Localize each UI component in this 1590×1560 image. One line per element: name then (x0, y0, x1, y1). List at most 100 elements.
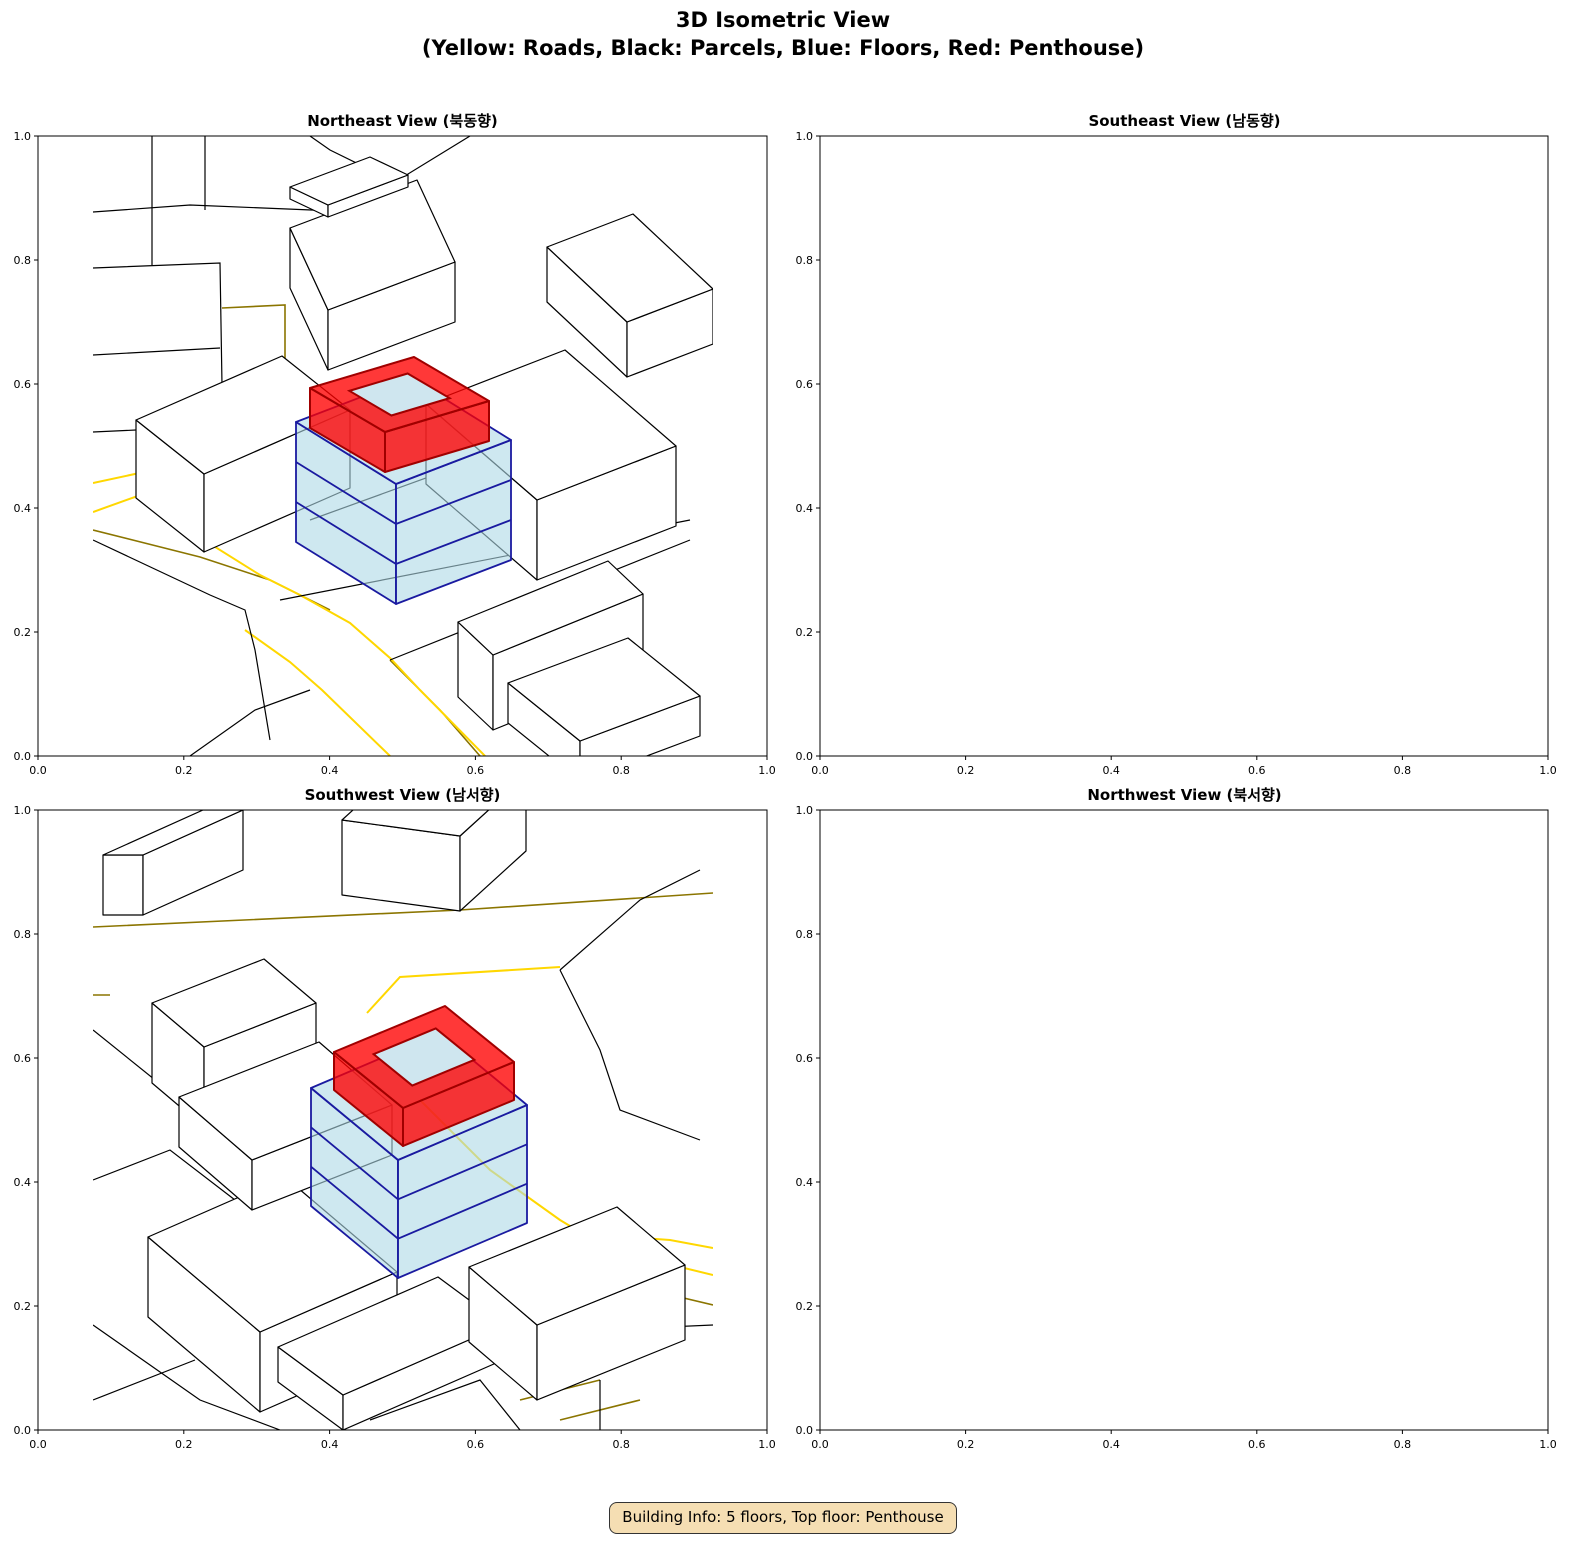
x-tick-label: 0.0 (811, 1438, 829, 1451)
floor-line (310, 1126, 528, 1201)
parcel-building-top-face (289, 156, 409, 206)
y-tick-label: 0.8 (796, 928, 814, 941)
x-tick-label: 0.8 (612, 764, 630, 777)
parcel-line (369, 1379, 521, 1430)
subplot-title-southwest: Southwest View (남서향) (304, 786, 501, 804)
parcel-building-left-face (102, 854, 144, 916)
subplot-southwest: 0.0 0.2 0.4 0.6 0.8 1.0 0.0 0.2 0.4 0.6 0.8 1.0 (14, 804, 776, 1451)
x-tick-label: 0.8 (612, 1438, 630, 1451)
floor-line (295, 501, 512, 566)
parcel-line (93, 262, 223, 386)
subplot-southeast: 0.0 0.2 0.4 0.6 0.8 1.0 0.0 0.2 0.4 0.6 0.8 1.0 (796, 130, 1557, 777)
x-tick-label: 0.6 (467, 764, 485, 777)
floor-line (310, 1165, 528, 1240)
x-tick-label: 0.8 (1394, 1438, 1412, 1451)
axes-frame (37, 809, 768, 1431)
y-tick-label: 0.6 (796, 1052, 814, 1065)
x-tick-label: 1.0 (1539, 764, 1557, 777)
y-tick-label: 0.2 (796, 626, 814, 639)
x-tick-label: 0.4 (1102, 764, 1120, 777)
parcel-line (93, 1359, 196, 1401)
parcel-building-top-face (468, 1206, 686, 1326)
y-tick-label: 1.0 (796, 804, 814, 817)
subplot-title-southeast: Southeast View (남동향) (1088, 112, 1281, 130)
x-tick-label: 0.0 (29, 1438, 47, 1451)
y-tick-label: 0.4 (796, 502, 814, 515)
parcel-building-top-face (507, 637, 701, 742)
road-line (366, 966, 561, 1014)
penthouse-court (371, 1027, 477, 1087)
parcel-building-top-face (546, 213, 713, 323)
parcel-line (559, 869, 701, 971)
x-tick-label: 1.0 (758, 1438, 776, 1451)
target-building (295, 356, 512, 605)
y-tick-label: 0.0 (796, 750, 814, 763)
y-tick-label: 0.8 (14, 928, 32, 941)
parcel-building-right-face (459, 810, 527, 912)
subplot-title-northeast: Northeast View (북동향) (307, 112, 498, 130)
target-building (310, 1005, 528, 1279)
x-tick-label: 1.0 (758, 764, 776, 777)
axes-frame (819, 809, 1549, 1431)
y-tick-label: 0.6 (14, 1052, 32, 1065)
y-tick-label: 0.0 (14, 1424, 32, 1437)
y-tick-label: 0.6 (796, 378, 814, 391)
x-tick-label: 0.8 (1394, 764, 1412, 777)
x-tick-label: 0.6 (1248, 764, 1266, 777)
parcel-building-top-face (151, 958, 317, 1048)
y-tick-label: 0.2 (14, 626, 32, 639)
parcel-line (93, 204, 361, 213)
figure-title-line1: 3D Isometric View (675, 8, 891, 32)
parcel-line (93, 1324, 281, 1430)
x-tick-label: 0.4 (321, 764, 339, 777)
y-tick-label: 0.4 (796, 1176, 814, 1189)
scene-northeast (93, 136, 713, 756)
parcel-line (189, 689, 311, 756)
figure-title: 3D Isometric View (Yellow: Roads, Black:… (0, 6, 1566, 62)
y-tick-label: 1.0 (14, 130, 32, 143)
subplot-northwest: 0.0 0.2 0.4 0.6 0.8 1.0 0.0 0.2 0.4 0.6 0.8 1.0 (796, 804, 1557, 1451)
x-tick-label: 0.2 (175, 1438, 193, 1451)
axes-frame (819, 135, 1549, 757)
parcel-line (93, 347, 221, 356)
parcel-building-top-face (457, 560, 644, 656)
figure-title-line2: (Yellow: Roads, Black: Parcels, Blue: Fl… (421, 36, 1145, 60)
y-tick-label: 0.0 (796, 1424, 814, 1437)
road-line (244, 629, 391, 756)
x-tick-label: 0.2 (957, 764, 975, 777)
parcel-building-top-face (277, 1276, 504, 1396)
y-tick-label: 0.8 (796, 254, 814, 267)
parcel-line (559, 969, 701, 1141)
y-tick-label: 0.4 (14, 502, 32, 515)
y-tick-label: 0.2 (796, 1300, 814, 1313)
y-tick-label: 1.0 (796, 130, 814, 143)
x-tick-label: 1.0 (1539, 1438, 1557, 1451)
y-tick-label: 0.0 (14, 750, 32, 763)
x-tick-label: 0.4 (1102, 1438, 1120, 1451)
y-tick-label: 0.2 (14, 1300, 32, 1313)
penthouse-court (346, 372, 453, 417)
x-tick-label: 0.2 (957, 1438, 975, 1451)
y-tick-label: 0.6 (14, 378, 32, 391)
x-tick-label: 0.0 (29, 764, 47, 777)
x-tick-label: 0.2 (175, 764, 193, 777)
parcel-building-top-face (102, 810, 244, 856)
road-line (179, 524, 486, 756)
parcel-line (93, 539, 271, 741)
floor-line (295, 461, 512, 526)
subplot-northeast: 0.0 0.2 0.4 0.6 0.8 1.0 0.0 0.2 0.4 0.6 0.8 1.0 (14, 130, 776, 777)
y-tick-label: 0.4 (14, 1176, 32, 1189)
axes-frame (37, 135, 768, 757)
x-tick-label: 0.0 (811, 764, 829, 777)
x-tick-label: 0.4 (321, 1438, 339, 1451)
building-info-box: Building Info: 5 floors, Top floor: Pent… (609, 1502, 957, 1534)
x-tick-label: 0.6 (467, 1438, 485, 1451)
subplot-title-northwest: Northwest View (북서향) (1087, 786, 1282, 804)
parcel-line (93, 429, 137, 433)
parcel-building-top-face (341, 810, 490, 837)
y-tick-label: 0.8 (14, 254, 32, 267)
x-tick-label: 0.6 (1248, 1438, 1266, 1451)
scene-southwest (93, 810, 713, 1430)
y-tick-label: 1.0 (14, 804, 32, 817)
